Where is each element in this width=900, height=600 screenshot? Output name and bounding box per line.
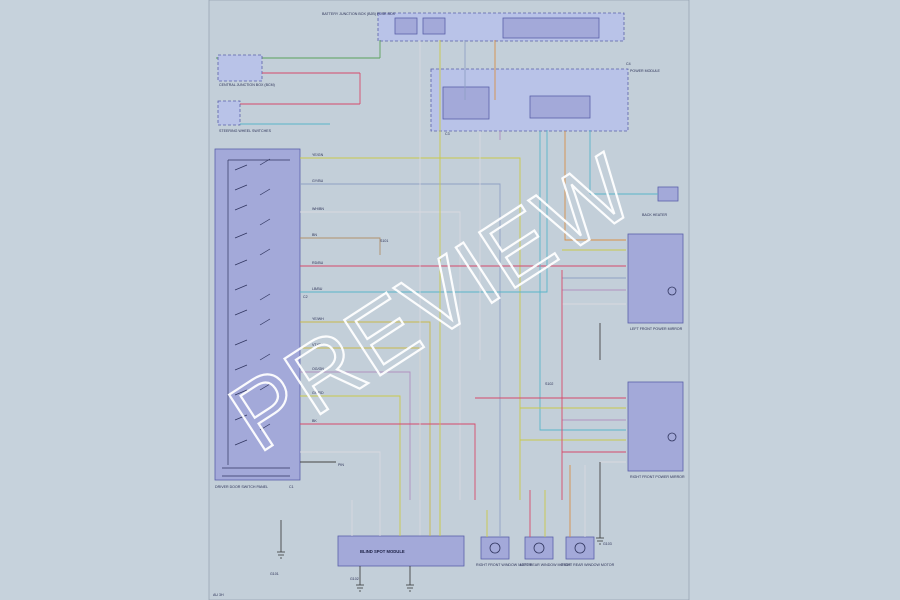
label-c1: C1	[289, 485, 294, 489]
label-g3: G103	[603, 542, 612, 546]
wire-label-w7: YE/WH	[312, 317, 324, 321]
switch-panel-label: DRIVER DOOR SWITCH PANEL	[215, 485, 268, 489]
motor-rf	[480, 536, 510, 560]
wire-label-w5: RD/BU	[312, 261, 324, 265]
wire-label-w8: VT/GY	[312, 343, 323, 347]
motor-lr-label: LEFT REAR WINDOW MOTOR	[520, 563, 571, 567]
motor-rr-label: RIGHT REAR WINDOW MOTOR	[561, 563, 615, 567]
switch-contacts	[222, 158, 290, 477]
lf-mirror	[627, 233, 684, 324]
footer-code: AU 3H	[213, 593, 224, 597]
rf-mirror-label: RIGHT FRONT POWER MIRROR	[630, 475, 685, 479]
front-module-label: CENTRAL JUNCTION BOX (BCM)	[219, 83, 275, 87]
wire-label-w1: YE/GN	[312, 153, 324, 157]
blind-spot-label: BLIND SPOT MODULE	[360, 549, 405, 554]
fuse-1	[394, 17, 418, 35]
pm-block	[442, 86, 490, 120]
fuse-2	[422, 17, 446, 35]
feed-wires	[419, 40, 626, 540]
steering-switch-label: STEERING WHEEL SWITCHES	[219, 129, 272, 133]
label-c2: C2	[303, 295, 308, 299]
panel-wires	[300, 130, 626, 500]
label-c3: C3	[445, 132, 450, 136]
fuse-box-label: BATTERY JUNCTION BOX (BJB) FUSE BOX	[322, 12, 396, 16]
pm-relay	[529, 95, 591, 119]
label-s2: S102	[545, 382, 553, 386]
label-c4: C4	[626, 62, 631, 66]
power-module	[430, 68, 629, 132]
wire-label-w3: WH/BN	[312, 207, 324, 211]
blind-spot-module	[337, 535, 465, 567]
motor-rf-label: RIGHT FRONT WINDOW MOTOR	[476, 563, 532, 567]
relay-block	[502, 17, 600, 39]
motor-lr	[524, 536, 554, 560]
heater-label: BACK HEATER	[642, 213, 667, 217]
wire-label-w2: GY/BU	[312, 179, 324, 183]
label-pin: PIN	[338, 463, 344, 467]
wire-label-w11: BK	[312, 419, 317, 423]
label-g2: G102	[350, 577, 359, 581]
rf-mirror	[627, 381, 684, 472]
wire-label-w10: GN/RD	[312, 391, 324, 395]
power-module-label: POWER MODULE	[630, 69, 661, 73]
motor-rr	[565, 536, 595, 560]
ground-symbols	[277, 520, 604, 592]
label-s1: S101	[380, 239, 388, 243]
steering-switch	[217, 100, 241, 126]
front-module	[217, 54, 263, 82]
wire-label-w9: OG/GN	[312, 367, 324, 371]
label-g1: G101	[270, 572, 279, 576]
wire-labels: YE/GN GY/BU WH/BN BN RD/BU LB/BU YE/WH VT/GY OG/…	[312, 153, 324, 423]
lf-mirror-label: LEFT FRONT POWER MIRROR	[630, 327, 683, 331]
wire-label-w4: BN	[312, 233, 317, 237]
switch-panel	[214, 148, 301, 481]
wire-label-w6: LB/BU	[312, 287, 323, 291]
heater-box	[657, 186, 679, 202]
